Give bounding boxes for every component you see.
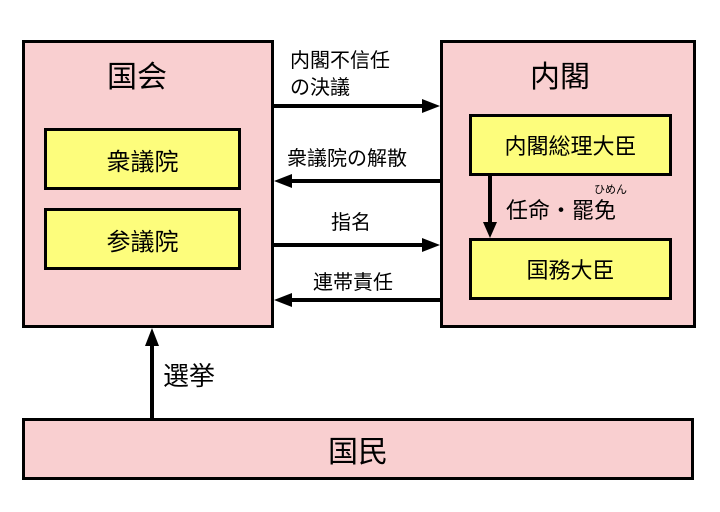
appoint-dismiss-label: 任命・罷免 xyxy=(506,199,617,224)
prime-minister-box: 内閣総理大臣 xyxy=(469,114,672,176)
diet-title: 国会 xyxy=(107,60,167,95)
dismiss-reading-label: ひめん xyxy=(594,183,627,196)
lower-house-label: 衆議院 xyxy=(106,147,179,176)
no-confidence-label-line1: 内閣不信任 xyxy=(290,48,390,72)
people-box: 国民 xyxy=(22,418,694,480)
prime-minister-label: 内閣総理大臣 xyxy=(504,135,637,160)
ministers-label: 国務大臣 xyxy=(526,259,615,284)
upper-house-label: 参議院 xyxy=(106,227,179,256)
cabinet-title: 内閣 xyxy=(530,60,590,95)
ministers-box: 国務大臣 xyxy=(469,238,672,300)
joint-responsibility-label: 連帯責任 xyxy=(313,270,393,294)
lower-house-box: 衆議院 xyxy=(44,128,241,190)
upper-house-box: 参議院 xyxy=(44,208,241,270)
people-title: 国民 xyxy=(328,435,388,470)
election-label: 選挙 xyxy=(163,362,216,392)
nomination-label: 指名 xyxy=(331,210,371,234)
no-confidence-label-line2: の決議 xyxy=(290,75,350,99)
dissolution-label: 衆議院の解散 xyxy=(287,146,407,170)
